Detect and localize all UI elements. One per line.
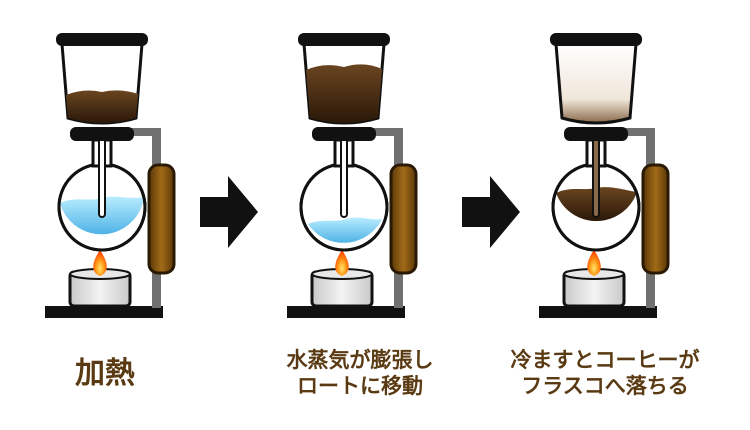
funnel-lid: [56, 33, 148, 46]
caption-line: 冷ますとコーヒーが: [510, 348, 700, 372]
arrow-1: [200, 176, 258, 248]
caption-line: 水蒸気が膨張し: [286, 348, 434, 372]
base-plate: [45, 306, 163, 318]
caption-line: ロートに移動: [297, 374, 423, 399]
caption-step-1: 加熱: [30, 355, 180, 393]
caption-line: フラスコへ落ちる: [521, 374, 689, 399]
stand-arm: [128, 128, 158, 136]
caption-step-2: 水蒸気が膨張し ロートに移動: [250, 347, 470, 400]
arrow-2: [462, 176, 520, 248]
caption-line: 加熱: [75, 356, 135, 391]
caption-step-3: 冷ますとコーヒーが フラスコへ落ちる: [475, 347, 735, 400]
flame: [93, 250, 107, 276]
wooden-handle: [147, 163, 176, 275]
funnel-coffee-grounds: [66, 90, 138, 123]
siphon-tube: [98, 134, 106, 218]
funnel-collar: [70, 127, 134, 141]
siphon-stage-3: [539, 33, 670, 318]
siphon-stage-2: [287, 33, 418, 318]
siphon-stage-1: [45, 33, 176, 318]
